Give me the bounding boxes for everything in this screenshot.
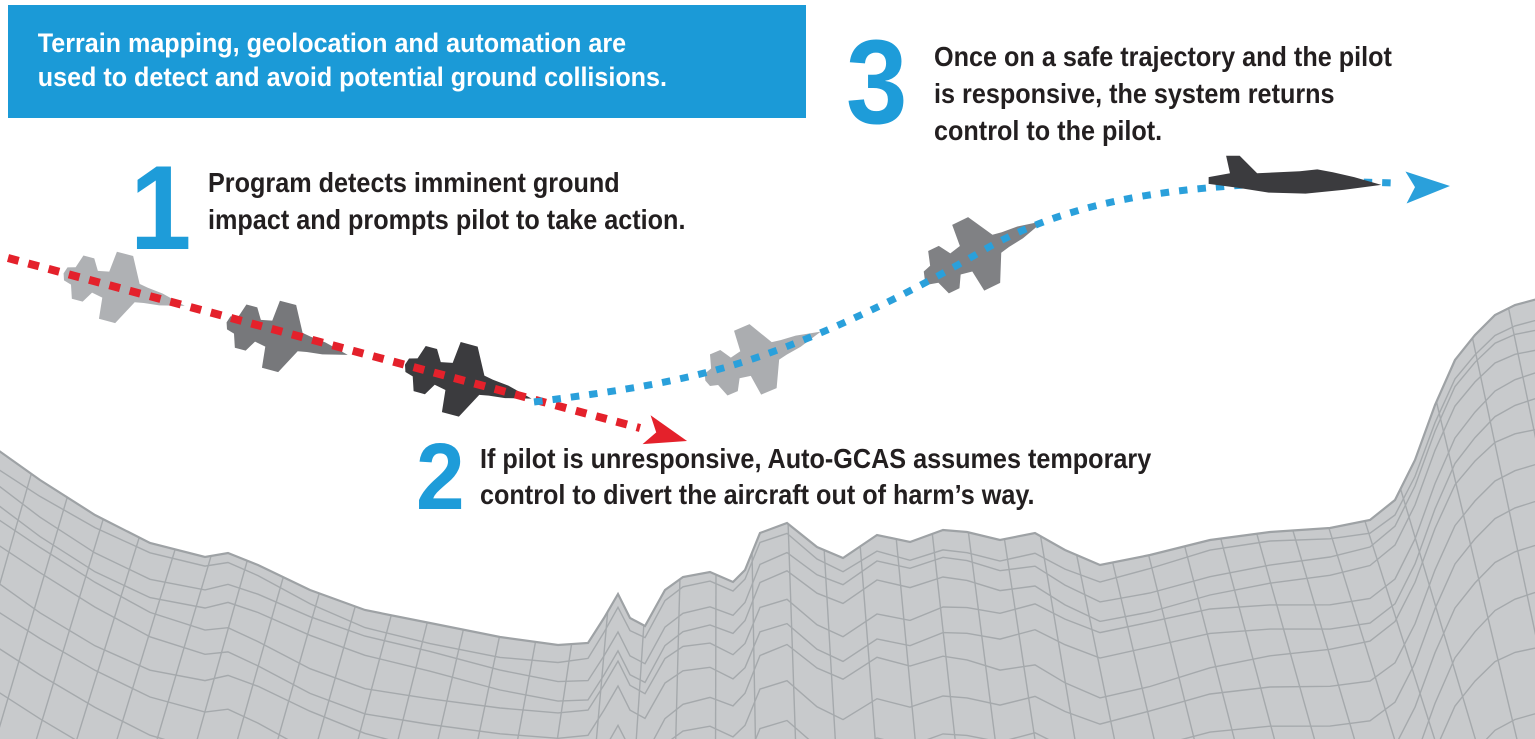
step-2: 2 If pilot is unresponsive, Auto-GCAS as…: [416, 424, 1226, 530]
fighter-jet-dark-icon: [395, 329, 541, 434]
fighter-jet-medium-icon: [908, 188, 1060, 312]
headline-line-1: Terrain mapping, geolocation and automat…: [37, 28, 627, 58]
step-2-number: 2: [416, 424, 465, 530]
step-2-line-1: If pilot is unresponsive, Auto-GCAS assu…: [479, 443, 1152, 474]
step-1-line-1: Program detects imminent ground: [207, 167, 620, 198]
step-3: 3 Once on a safe trajectory and the pilo…: [846, 15, 1443, 149]
step-1: 1 Program detects imminent ground impact…: [130, 141, 738, 275]
step-3-line-1: Once on a safe trajectory and the pilot: [933, 41, 1392, 72]
fighter-jet-medium-icon: [217, 288, 357, 389]
step-2-text: If pilot is unresponsive, Auto-GCAS assu…: [480, 441, 1151, 513]
step-1-text: Program detects imminent ground impact a…: [208, 164, 685, 238]
step-1-line-2: impact and prompts pilot to take action.: [207, 204, 686, 235]
blue-dashed-arrow-icon: [533, 171, 1450, 406]
step-3-line-3: control to the pilot.: [933, 115, 1162, 146]
step-3-number: 3: [846, 15, 907, 149]
step-2-line-2: control to divert the aircraft out of ha…: [479, 479, 1035, 510]
headline-text: Terrain mapping, geolocation and automat…: [8, 5, 750, 94]
headline-banner: Terrain mapping, geolocation and automat…: [8, 5, 806, 118]
step-1-number: 1: [130, 141, 191, 275]
terrain-wireframe: [0, 298, 1535, 739]
step-3-text: Once on a safe trajectory and the pilot …: [934, 38, 1392, 149]
headline-line-2: used to detect and avoid potential groun…: [37, 62, 667, 92]
step-3-line-2: is responsive, the system returns: [933, 78, 1335, 109]
red-dashed-arrow-icon: [6, 254, 688, 445]
fighter-jet-light-icon: [691, 299, 835, 413]
